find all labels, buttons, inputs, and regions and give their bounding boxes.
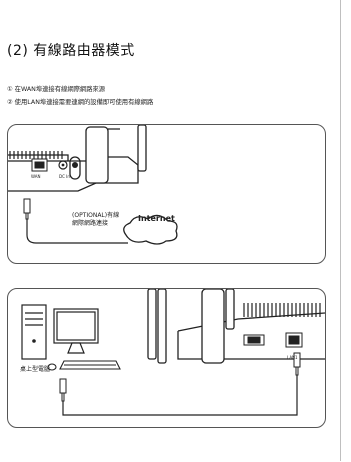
card-slot [243,334,265,346]
wan-port [31,158,48,172]
dc-in-port [58,160,68,170]
internet-cloud-icon [123,214,178,245]
optional-label-line1: (OPTIONAL)有線 [72,212,120,219]
monitor-icon [53,308,99,354]
dcin-label: DC In [59,174,70,179]
optional-label-line2: 網際網路連接 [72,220,109,227]
lan-port [285,332,303,348]
router-vents-2 [243,303,321,317]
lan-connection-figure: 桌上型電腦 LAN1 [7,288,326,428]
mouse-icon [47,363,57,371]
ethernet-plug-illustration [23,198,31,220]
keyboard-icon [59,360,121,370]
lan-ethernet-cable [62,375,298,416]
antenna-illustration [85,125,147,184]
router-rear-body [8,154,139,192]
lan-illustration [21,289,325,416]
ethernet-plug-right [293,352,301,376]
power-switch [69,156,81,180]
section-title: (2) 有線路由器模式 [7,43,135,59]
router-vents [9,151,63,159]
internet-label: Internet [138,214,175,223]
wan-port-label: WAN [31,174,41,179]
router-rear-illustration [8,125,178,245]
optional-connection-label: (OPTIONAL)有線 網際網路連接 [72,212,119,228]
page-edge [340,0,341,461]
instruction-step-2: ② 使用LAN埠連接需要連網的設備即可使用有線網路 [7,99,154,106]
wan-connection-figure: WAN DC In (OPTIONAL)有線 網際網路連接 Internet [7,124,326,264]
antenna-illustration-2 [147,289,235,364]
instruction-step-1: ① 在WAN埠連接有線網際網路來源 [7,86,106,93]
lan1-port-label: LAN1 [287,355,298,360]
ethernet-plug-left [59,378,67,402]
desktop-label: 桌上型電腦 [20,366,51,373]
desktop-tower-icon [21,304,47,360]
ethernet-cable [26,219,128,244]
